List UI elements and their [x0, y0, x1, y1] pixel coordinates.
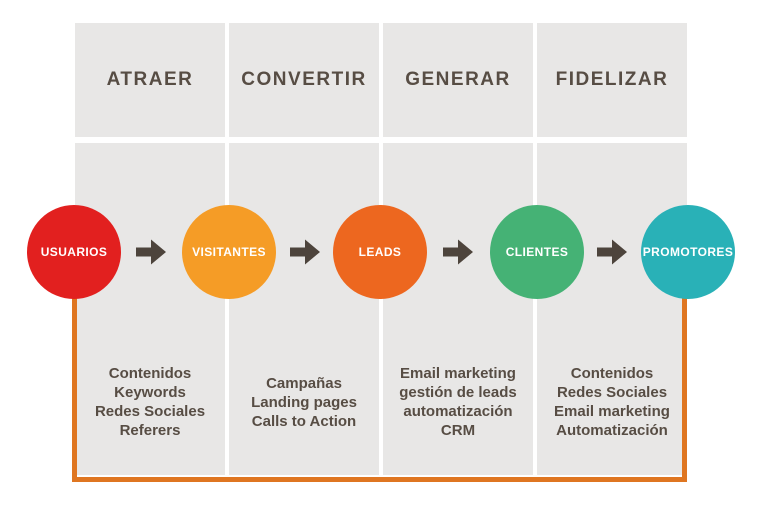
stage-panel-atraer	[75, 143, 225, 475]
funnel-circle-promotores: PROMOTORES	[641, 205, 735, 299]
tactics-list-generar: Email marketing gestión de leads automat…	[383, 363, 533, 441]
stage-panel-convertir	[229, 143, 379, 475]
stage-panel-fidelizar	[537, 143, 687, 475]
tactic-item: Email marketing	[554, 403, 670, 420]
tactic-item: Landing pages	[251, 393, 357, 411]
circle-label: PROMOTORES	[642, 245, 734, 259]
tactic-item: Contenidos	[108, 365, 192, 382]
right-arrow-icon	[597, 238, 627, 266]
stage-header-atraer: ATRAER	[75, 23, 225, 137]
stage-header-fidelizar: FIDELIZAR	[537, 23, 687, 137]
tactic-item: Redes Sociales	[556, 384, 668, 401]
tactic-item: Contenidos	[570, 365, 654, 382]
stage-header-convertir: CONVERTIR	[229, 23, 379, 137]
circle-label: LEADS	[358, 245, 402, 259]
tactic-item: Automatización	[556, 422, 668, 439]
stage-header-generar: GENERAR	[383, 23, 533, 137]
right-arrow-icon	[136, 238, 166, 266]
feedback-loop-line	[72, 252, 687, 482]
right-arrow-icon	[290, 238, 320, 266]
stage-panel-generar	[383, 143, 533, 475]
tactic-item: Referers	[119, 422, 181, 439]
funnel-circle-leads: LEADS	[333, 205, 427, 299]
funnel-circle-visitantes: VISITANTES	[182, 205, 276, 299]
tactic-item: Keywords	[114, 384, 186, 401]
circle-label: CLIENTES	[505, 245, 569, 259]
tactic-item: Email marketing	[400, 365, 516, 382]
tactic-item: CRM	[440, 422, 476, 439]
tactic-item: automatización	[403, 403, 513, 420]
circle-label: USUARIOS	[40, 245, 108, 259]
tactics-list-fidelizar: Contenidos Redes Sociales Email marketin…	[537, 363, 687, 441]
circle-label: VISITANTES	[192, 245, 266, 259]
funnel-circle-clientes: CLIENTES	[490, 205, 584, 299]
right-arrow-icon	[443, 238, 473, 266]
tactic-item: Campañas	[266, 374, 342, 392]
tactics-list-convertir: Campañas Landing pages Calls to Action	[229, 363, 379, 441]
tactic-item: gestión de leads	[399, 384, 517, 401]
tactic-item: Redes Sociales	[94, 403, 206, 420]
funnel-circle-usuarios: USUARIOS	[27, 205, 121, 299]
tactics-list-atraer: Contenidos Keywords Redes Sociales Refer…	[75, 363, 225, 441]
tactic-item: Calls to Action	[251, 412, 357, 430]
